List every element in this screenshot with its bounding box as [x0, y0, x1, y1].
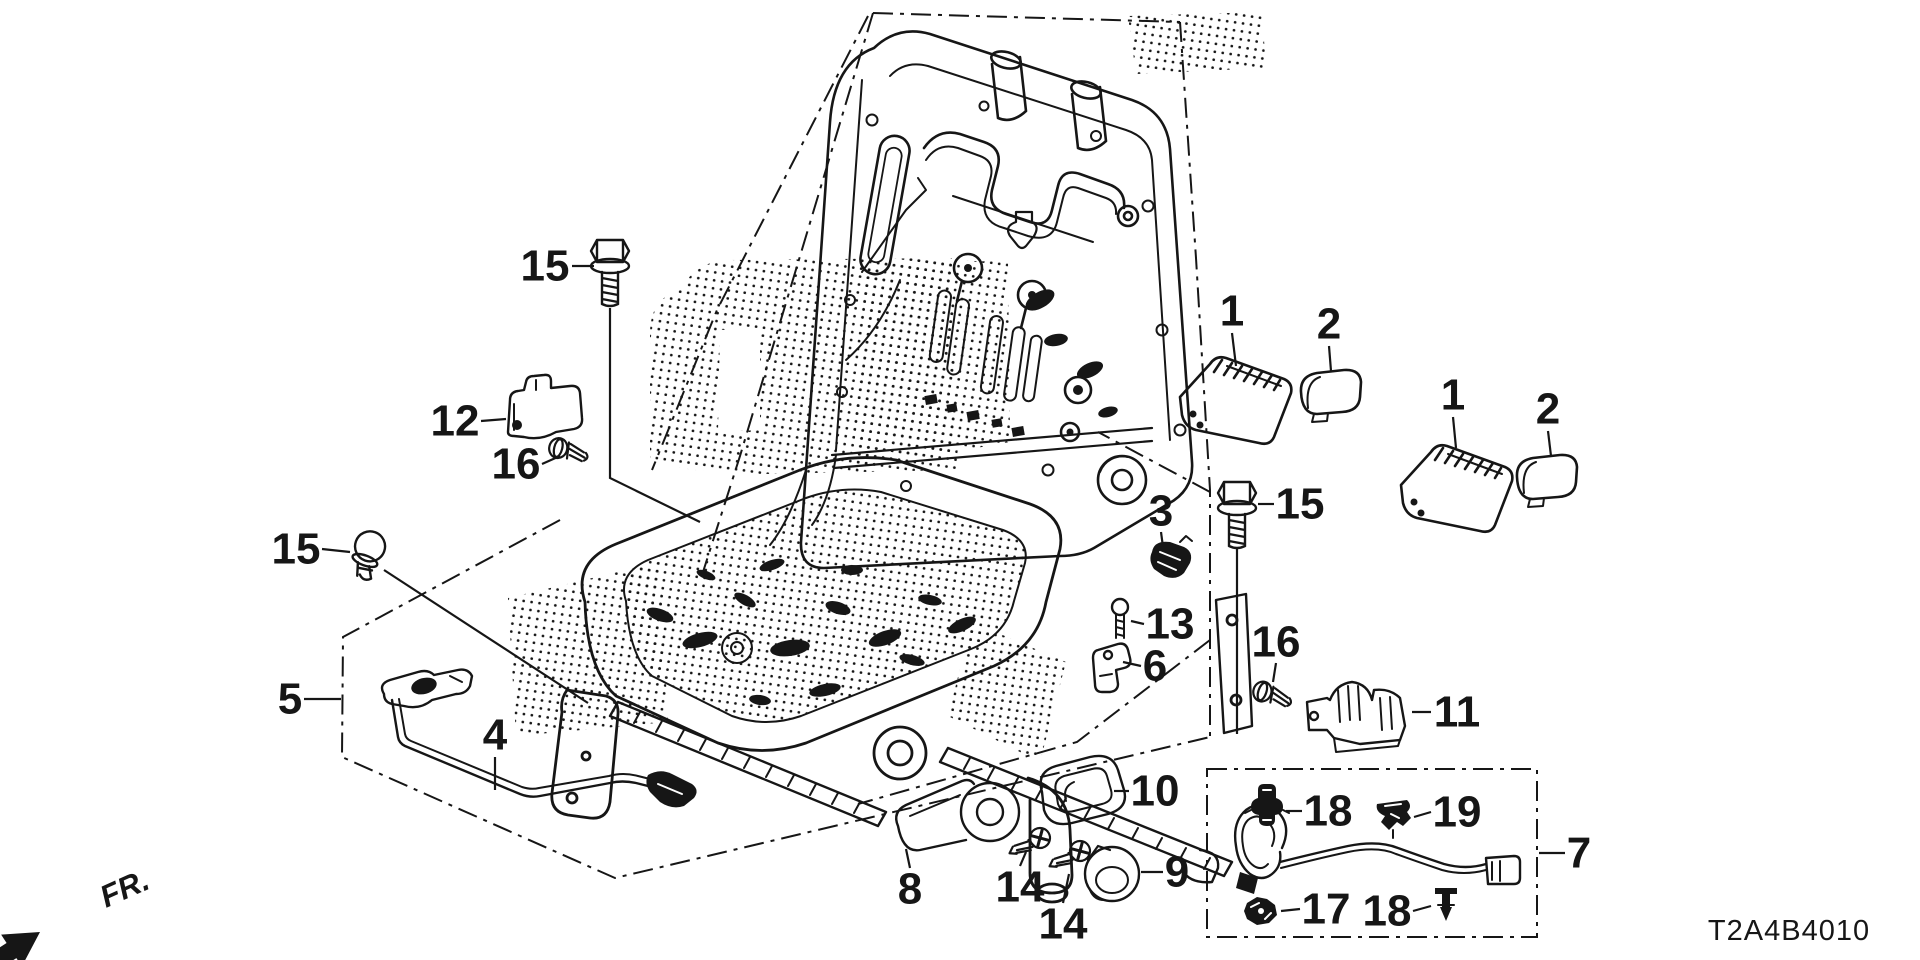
callout-leader-line [1413, 810, 1432, 819]
callout-15-3[interactable]: 15 [272, 525, 589, 704]
seat-back-frame-drawing [769, 30, 1194, 570]
callout-16-2[interactable]: 16 [492, 440, 561, 489]
callout-leader-line [1230, 332, 1238, 367]
callout-number-14[interactable]: 14 [1039, 900, 1088, 949]
callout-leader-line [1412, 904, 1432, 913]
callout-number-19[interactable]: 19 [1433, 788, 1482, 837]
part-3-clip [1150, 535, 1193, 578]
callout-number-1[interactable]: 1 [1441, 371, 1465, 420]
callout-number-14[interactable]: 14 [996, 863, 1045, 912]
callout-number-15[interactable]: 15 [1276, 480, 1325, 529]
callout-5-4[interactable]: 5 [278, 675, 341, 724]
part-18-rivet-b [1435, 888, 1457, 921]
callout-number-18[interactable]: 18 [1363, 887, 1412, 936]
callout-1-6[interactable]: 1 [1220, 287, 1244, 367]
callout-15-0[interactable]: 15 [521, 242, 701, 523]
callout-4-5[interactable]: 4 [483, 711, 508, 791]
callout-leader-line [321, 547, 351, 554]
callout-number-16[interactable]: 16 [492, 440, 541, 489]
callout-leader-line [608, 308, 701, 523]
callout-leader-line [1018, 851, 1028, 867]
part-7-harness [1233, 803, 1522, 894]
callout-leader-line [1130, 619, 1145, 626]
callout-14-18[interactable]: 14 [996, 851, 1045, 912]
callout-number-4[interactable]: 4 [483, 711, 508, 760]
callout-number-2[interactable]: 2 [1536, 385, 1560, 434]
callout-2-9[interactable]: 2 [1536, 385, 1560, 457]
callout-11-15[interactable]: 11 [1412, 688, 1480, 737]
callout-17-24[interactable]: 17 [1280, 885, 1351, 934]
callout-number-10[interactable]: 10 [1131, 767, 1180, 816]
callout-7-21[interactable]: 7 [1539, 829, 1591, 878]
callout-16-14[interactable]: 16 [1252, 618, 1301, 683]
callout-6-13[interactable]: 6 [1122, 642, 1167, 691]
cushion-mechanism-texture [646, 558, 976, 706]
callout-number-8[interactable]: 8 [898, 865, 922, 914]
callout-9-20[interactable]: 9 [1141, 848, 1189, 897]
part-19-clip [1376, 800, 1411, 839]
callout-18-25[interactable]: 18 [1363, 887, 1432, 936]
callout-number-1[interactable]: 1 [1220, 287, 1244, 336]
callout-15-11[interactable]: 15 [1235, 480, 1325, 735]
part-5-bracket [380, 668, 474, 709]
callout-10-16[interactable]: 10 [1114, 767, 1179, 816]
part-13-stud [1110, 597, 1130, 639]
part-11-center-cover [1305, 680, 1407, 753]
callout-12-1[interactable]: 12 [431, 397, 507, 446]
part-9-knob-cover [1083, 844, 1141, 903]
callout-leader-line [383, 569, 589, 704]
group-7-box [1206, 768, 1538, 938]
callout-leader-line [1159, 531, 1165, 548]
headrest-guide-tubes [990, 50, 1108, 152]
callout-number-18[interactable]: 18 [1304, 787, 1353, 836]
callout-8-17[interactable]: 8 [898, 848, 922, 914]
callout-14-19[interactable]: 14 [1039, 873, 1088, 949]
callout-leader-line [904, 848, 912, 869]
fr-arrow-icon [0, 932, 40, 960]
callout-leader-line [1451, 416, 1458, 449]
callout-number-12[interactable]: 12 [431, 397, 480, 446]
callout-13-12[interactable]: 13 [1130, 600, 1195, 649]
callout-leader-line [480, 417, 507, 423]
callout-number-6[interactable]: 6 [1143, 642, 1167, 691]
callout-leader-line [1546, 430, 1553, 457]
callout-18-22[interactable]: 18 [1286, 787, 1352, 836]
callout-number-2[interactable]: 2 [1317, 300, 1341, 349]
callout-number-11[interactable]: 11 [1434, 688, 1481, 737]
callout-2-7[interactable]: 2 [1317, 300, 1341, 372]
callout-leader-line [1061, 873, 1071, 904]
callout-number-7[interactable]: 7 [1567, 829, 1591, 878]
callout-3-10[interactable]: 3 [1149, 487, 1173, 548]
callout-number-3[interactable]: 3 [1149, 487, 1173, 536]
callout-leader-line [1280, 907, 1301, 913]
callout-1-8[interactable]: 1 [1441, 371, 1465, 449]
callout-19-23[interactable]: 19 [1413, 788, 1482, 837]
part-6-bracket [1091, 642, 1132, 694]
callout-leader-line [1327, 345, 1333, 372]
diagram-code: T2A4B4010 [1708, 915, 1870, 947]
callout-number-15[interactable]: 15 [272, 525, 321, 574]
callout-leader-line [541, 454, 561, 466]
part-12-cover [506, 373, 584, 440]
callout-leader-line [1271, 662, 1278, 683]
callout-number-17[interactable]: 17 [1302, 885, 1351, 934]
callout-number-5[interactable]: 5 [278, 675, 302, 724]
part-15-pin-left [351, 530, 387, 581]
part-17-clip [1244, 897, 1277, 925]
callout-number-15[interactable]: 15 [521, 242, 570, 291]
part-8-handle [895, 778, 1021, 852]
callout-leader-line [1122, 660, 1142, 668]
part-4-stabilizer-bar [390, 698, 697, 808]
callout-number-13[interactable]: 13 [1146, 600, 1195, 649]
callout-number-9[interactable]: 9 [1165, 848, 1189, 897]
callout-number-16[interactable]: 16 [1252, 618, 1301, 667]
